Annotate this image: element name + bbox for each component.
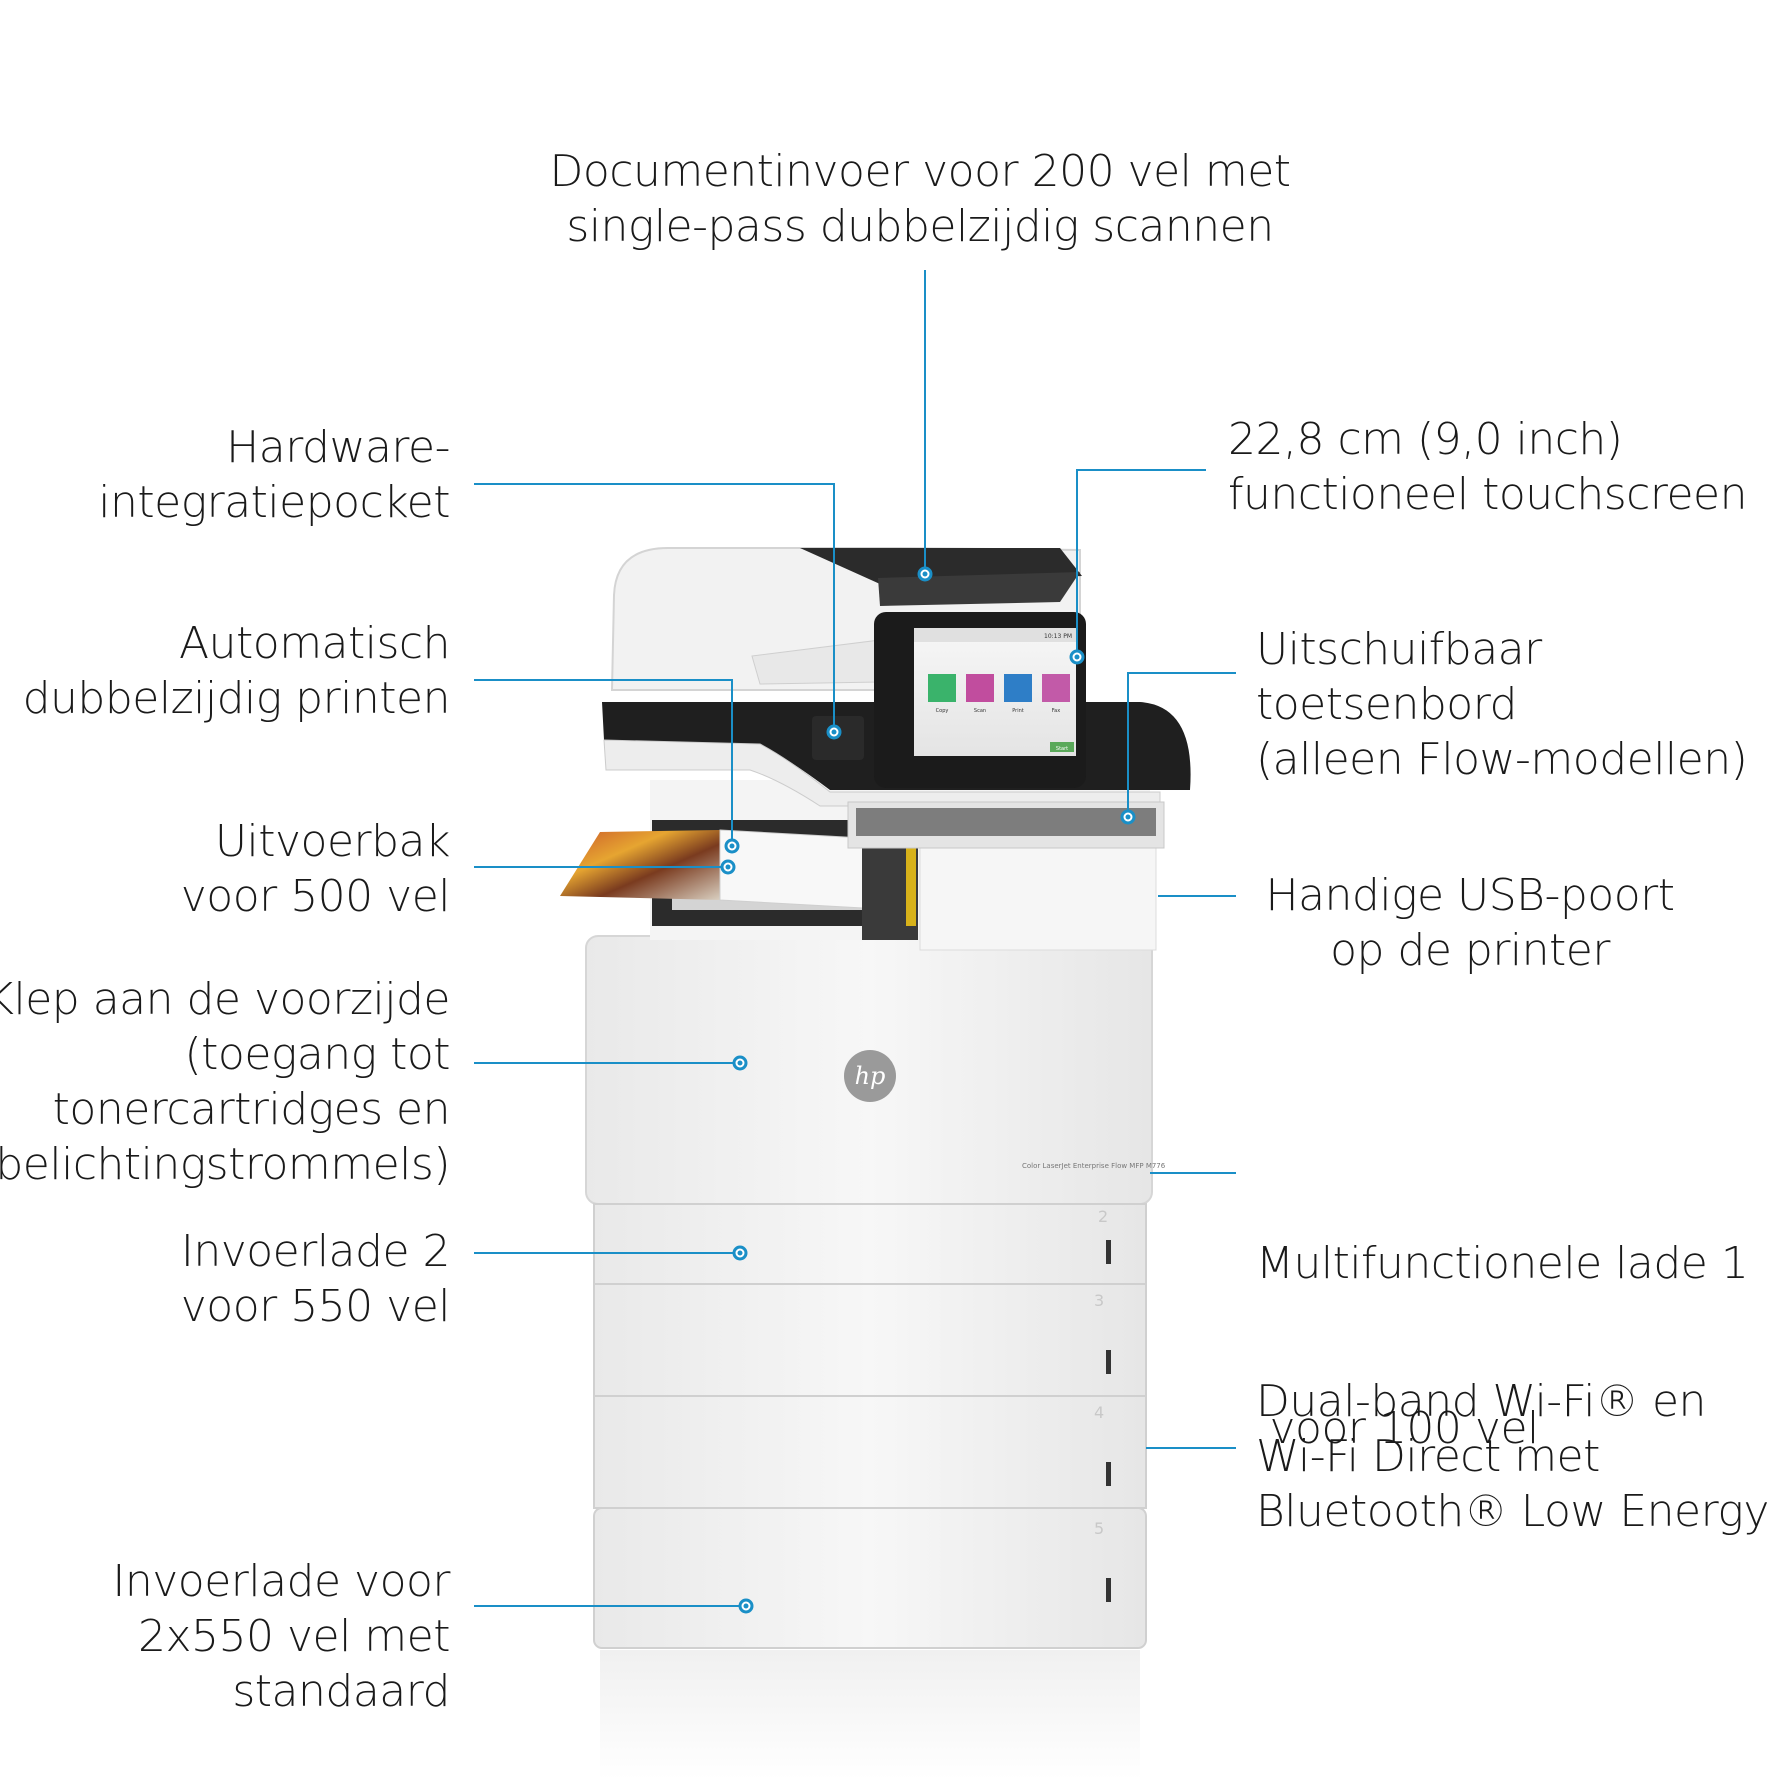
keyboard <box>847 801 1165 849</box>
screen-tile-scan <box>966 674 994 702</box>
tray-number-2: 2 <box>1098 1207 1108 1226</box>
screen-tile-copy <box>928 674 956 702</box>
label-touchscreen: 22,8 cm (9,0 inch) functioneel touchscre… <box>1228 414 1748 520</box>
label-front-door: Klep aan de voorzijde (toegang tot toner… <box>0 974 450 1190</box>
tray-number-4: 4 <box>1094 1403 1104 1422</box>
label-keyboard: Uitschuifbaar toetsenbord (alleen Flow-m… <box>1256 624 1748 785</box>
screen-time: 10:13 PM <box>1044 633 1072 640</box>
screen-tab-scan: Scan <box>974 708 986 714</box>
label-stand-tray: Invoerlade voor 2x550 vel met standaard <box>112 1556 450 1717</box>
leader-hardware-pocket <box>474 483 835 732</box>
label-tray1: Multifunctionele lade 1 voor 100 vel <box>1256 1238 1749 1454</box>
hp-logo: hp <box>844 1050 896 1102</box>
label-auto-duplex: Automatisch dubbelzijdig printen <box>22 618 451 724</box>
label-wifi: Dual-band Wi-Fi® en Wi-Fi Direct met Blu… <box>1256 1376 1769 1537</box>
tray-numbers: 2 3 4 5 <box>1094 1207 1108 1538</box>
tray-number-5: 5 <box>1094 1519 1104 1538</box>
control-panel: 10:13 PM Copy Scan Print Fax Start <box>874 612 1086 788</box>
hp-logo-text: hp <box>855 1062 886 1090</box>
label-tray2: Invoerlade 2 voor 550 vel <box>180 1226 451 1332</box>
label-document-feeder: Documentinvoer voor 200 vel met single-p… <box>549 146 1291 252</box>
label-usb-port: Handige USB-poort op de printer <box>1265 870 1675 976</box>
leader-lines <box>474 270 1236 1607</box>
leader-auto-duplex <box>474 679 733 846</box>
screen-tile-print <box>1004 674 1032 702</box>
screen-tile-fax <box>1042 674 1070 702</box>
printer-body <box>585 935 1153 1649</box>
leader-touchscreen <box>1076 469 1206 657</box>
screen-start: Start <box>1056 746 1068 752</box>
floor-reflection <box>600 1650 1140 1780</box>
screen-tab-print: Print <box>1012 708 1024 714</box>
model-text: Color LaserJet Enterprise Flow MFP M776 <box>1022 1162 1166 1170</box>
screen-tab-copy: Copy <box>936 708 949 714</box>
label-output-bin: Uitvoerbak voor 500 vel <box>180 816 451 922</box>
tray-number-3: 3 <box>1094 1291 1104 1310</box>
label-hardware-pocket: Hardware- integratiepocket <box>98 422 450 528</box>
leader-keyboard <box>1127 672 1236 817</box>
screen-tab-fax: Fax <box>1052 708 1060 714</box>
callout-dot-centers <box>725 571 1131 1609</box>
usb-column <box>919 839 1157 951</box>
